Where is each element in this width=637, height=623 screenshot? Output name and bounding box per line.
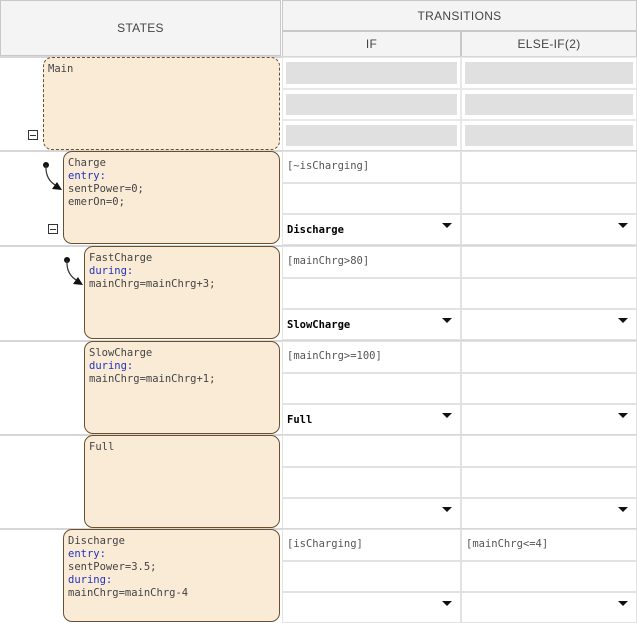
- if-action-cell[interactable]: [282, 373, 461, 404]
- else-if-column-header: ELSE-IF(2): [461, 31, 637, 57]
- if-dest-cell[interactable]: Full: [282, 404, 461, 435]
- elseif-cond-cell[interactable]: [461, 151, 637, 183]
- dropdown-arrow-icon[interactable]: [442, 507, 452, 512]
- state-name: Full: [89, 441, 115, 453]
- default-transition-icon: [43, 162, 62, 190]
- if-dest-cell[interactable]: [282, 120, 461, 151]
- elseif-dest-cell[interactable]: [461, 309, 637, 340]
- if-cond-cell[interactable]: [mainChrg>=100]: [282, 341, 461, 373]
- elseif-cond-cell[interactable]: [461, 57, 637, 89]
- dropdown-arrow-icon[interactable]: [618, 601, 628, 606]
- state-action-line: emerOn=0;: [68, 196, 125, 208]
- if-action-cell[interactable]: [282, 467, 461, 498]
- default-transition-icon: [64, 257, 83, 285]
- elseif-action-cell[interactable]: [461, 467, 637, 498]
- state-action-line: mainChrg=mainChrg+3;: [89, 278, 216, 290]
- elseif-cond-cell[interactable]: [461, 246, 637, 278]
- state-name: SlowCharge: [89, 347, 153, 359]
- elseif-dest-cell[interactable]: [461, 214, 637, 245]
- dropdown-arrow-icon[interactable]: [618, 507, 628, 512]
- state-action-keyword: entry:: [68, 548, 106, 560]
- elseif-action-cell[interactable]: [461, 373, 637, 404]
- collapse-toggle-icon[interactable]: [48, 224, 58, 234]
- if-cond-cell[interactable]: [isCharging]: [282, 529, 461, 561]
- if-cond-cell[interactable]: [~isCharging]: [282, 151, 461, 183]
- state-action-keyword: during:: [68, 574, 113, 586]
- elseif-cond-cell[interactable]: [461, 341, 637, 373]
- elseif-dest-cell[interactable]: [461, 498, 637, 529]
- state-action-keyword: entry:: [68, 170, 106, 182]
- collapse-toggle-icon[interactable]: [28, 130, 38, 140]
- state-name: Main: [48, 63, 74, 75]
- if-cond-cell[interactable]: [mainChrg>80]: [282, 246, 461, 278]
- if-dest-text: Discharge: [287, 224, 344, 236]
- dropdown-arrow-icon[interactable]: [618, 223, 628, 228]
- state-action-line: sentPower=0;: [68, 183, 144, 195]
- elseif-action-cell[interactable]: [461, 183, 637, 214]
- if-cond-text: [mainChrg>=100]: [287, 350, 382, 362]
- elseif-cond-cell[interactable]: [mainChrg<=4]: [461, 529, 637, 561]
- state-action-keyword: during:: [89, 360, 134, 372]
- elseif-dest-cell[interactable]: [461, 120, 637, 151]
- if-cond-cell[interactable]: [282, 57, 461, 89]
- state-name: Charge: [68, 157, 106, 169]
- state-action-line: sentPower=3.5;: [68, 561, 157, 573]
- state-action-line: mainChrg=mainChrg+1;: [89, 373, 216, 385]
- elseif-dest-cell[interactable]: [461, 404, 637, 435]
- if-cond-text: [~isCharging]: [287, 160, 370, 172]
- elseif-dest-cell[interactable]: [461, 592, 637, 623]
- if-action-cell[interactable]: [282, 183, 461, 214]
- state-box-full[interactable]: Full: [84, 435, 280, 528]
- dropdown-arrow-icon[interactable]: [442, 223, 452, 228]
- if-cond-cell[interactable]: [282, 435, 461, 467]
- dropdown-arrow-icon[interactable]: [618, 413, 628, 418]
- dropdown-arrow-icon[interactable]: [618, 318, 628, 323]
- if-dest-cell[interactable]: [282, 592, 461, 623]
- if-dest-cell[interactable]: SlowCharge: [282, 309, 461, 340]
- if-cond-text: [mainChrg>80]: [287, 255, 370, 267]
- state-action-keyword: during:: [89, 265, 134, 277]
- elseif-cond-text: [mainChrg<=4]: [466, 538, 549, 550]
- if-action-cell[interactable]: [282, 561, 461, 592]
- dropdown-arrow-icon[interactable]: [442, 318, 452, 323]
- if-action-cell[interactable]: [282, 278, 461, 309]
- state-box-main[interactable]: Main: [43, 57, 280, 150]
- state-name: Discharge: [68, 535, 125, 547]
- dropdown-arrow-icon[interactable]: [442, 601, 452, 606]
- elseif-action-cell[interactable]: [461, 278, 637, 309]
- if-dest-text: SlowCharge: [287, 319, 351, 331]
- if-dest-cell[interactable]: [282, 498, 461, 529]
- elseif-action-cell[interactable]: [461, 89, 637, 120]
- if-dest-cell[interactable]: Discharge: [282, 214, 461, 245]
- states-header: STATES: [0, 0, 281, 56]
- if-cond-text: [isCharging]: [287, 538, 363, 550]
- if-action-cell[interactable]: [282, 89, 461, 120]
- elseif-action-cell[interactable]: [461, 561, 637, 592]
- state-name: FastCharge: [89, 252, 153, 264]
- elseif-cond-cell[interactable]: [461, 435, 637, 467]
- if-dest-text: Full: [287, 414, 313, 426]
- transitions-header: TRANSITIONS: [282, 0, 637, 31]
- dropdown-arrow-icon[interactable]: [442, 413, 452, 418]
- if-column-header: IF: [282, 31, 461, 57]
